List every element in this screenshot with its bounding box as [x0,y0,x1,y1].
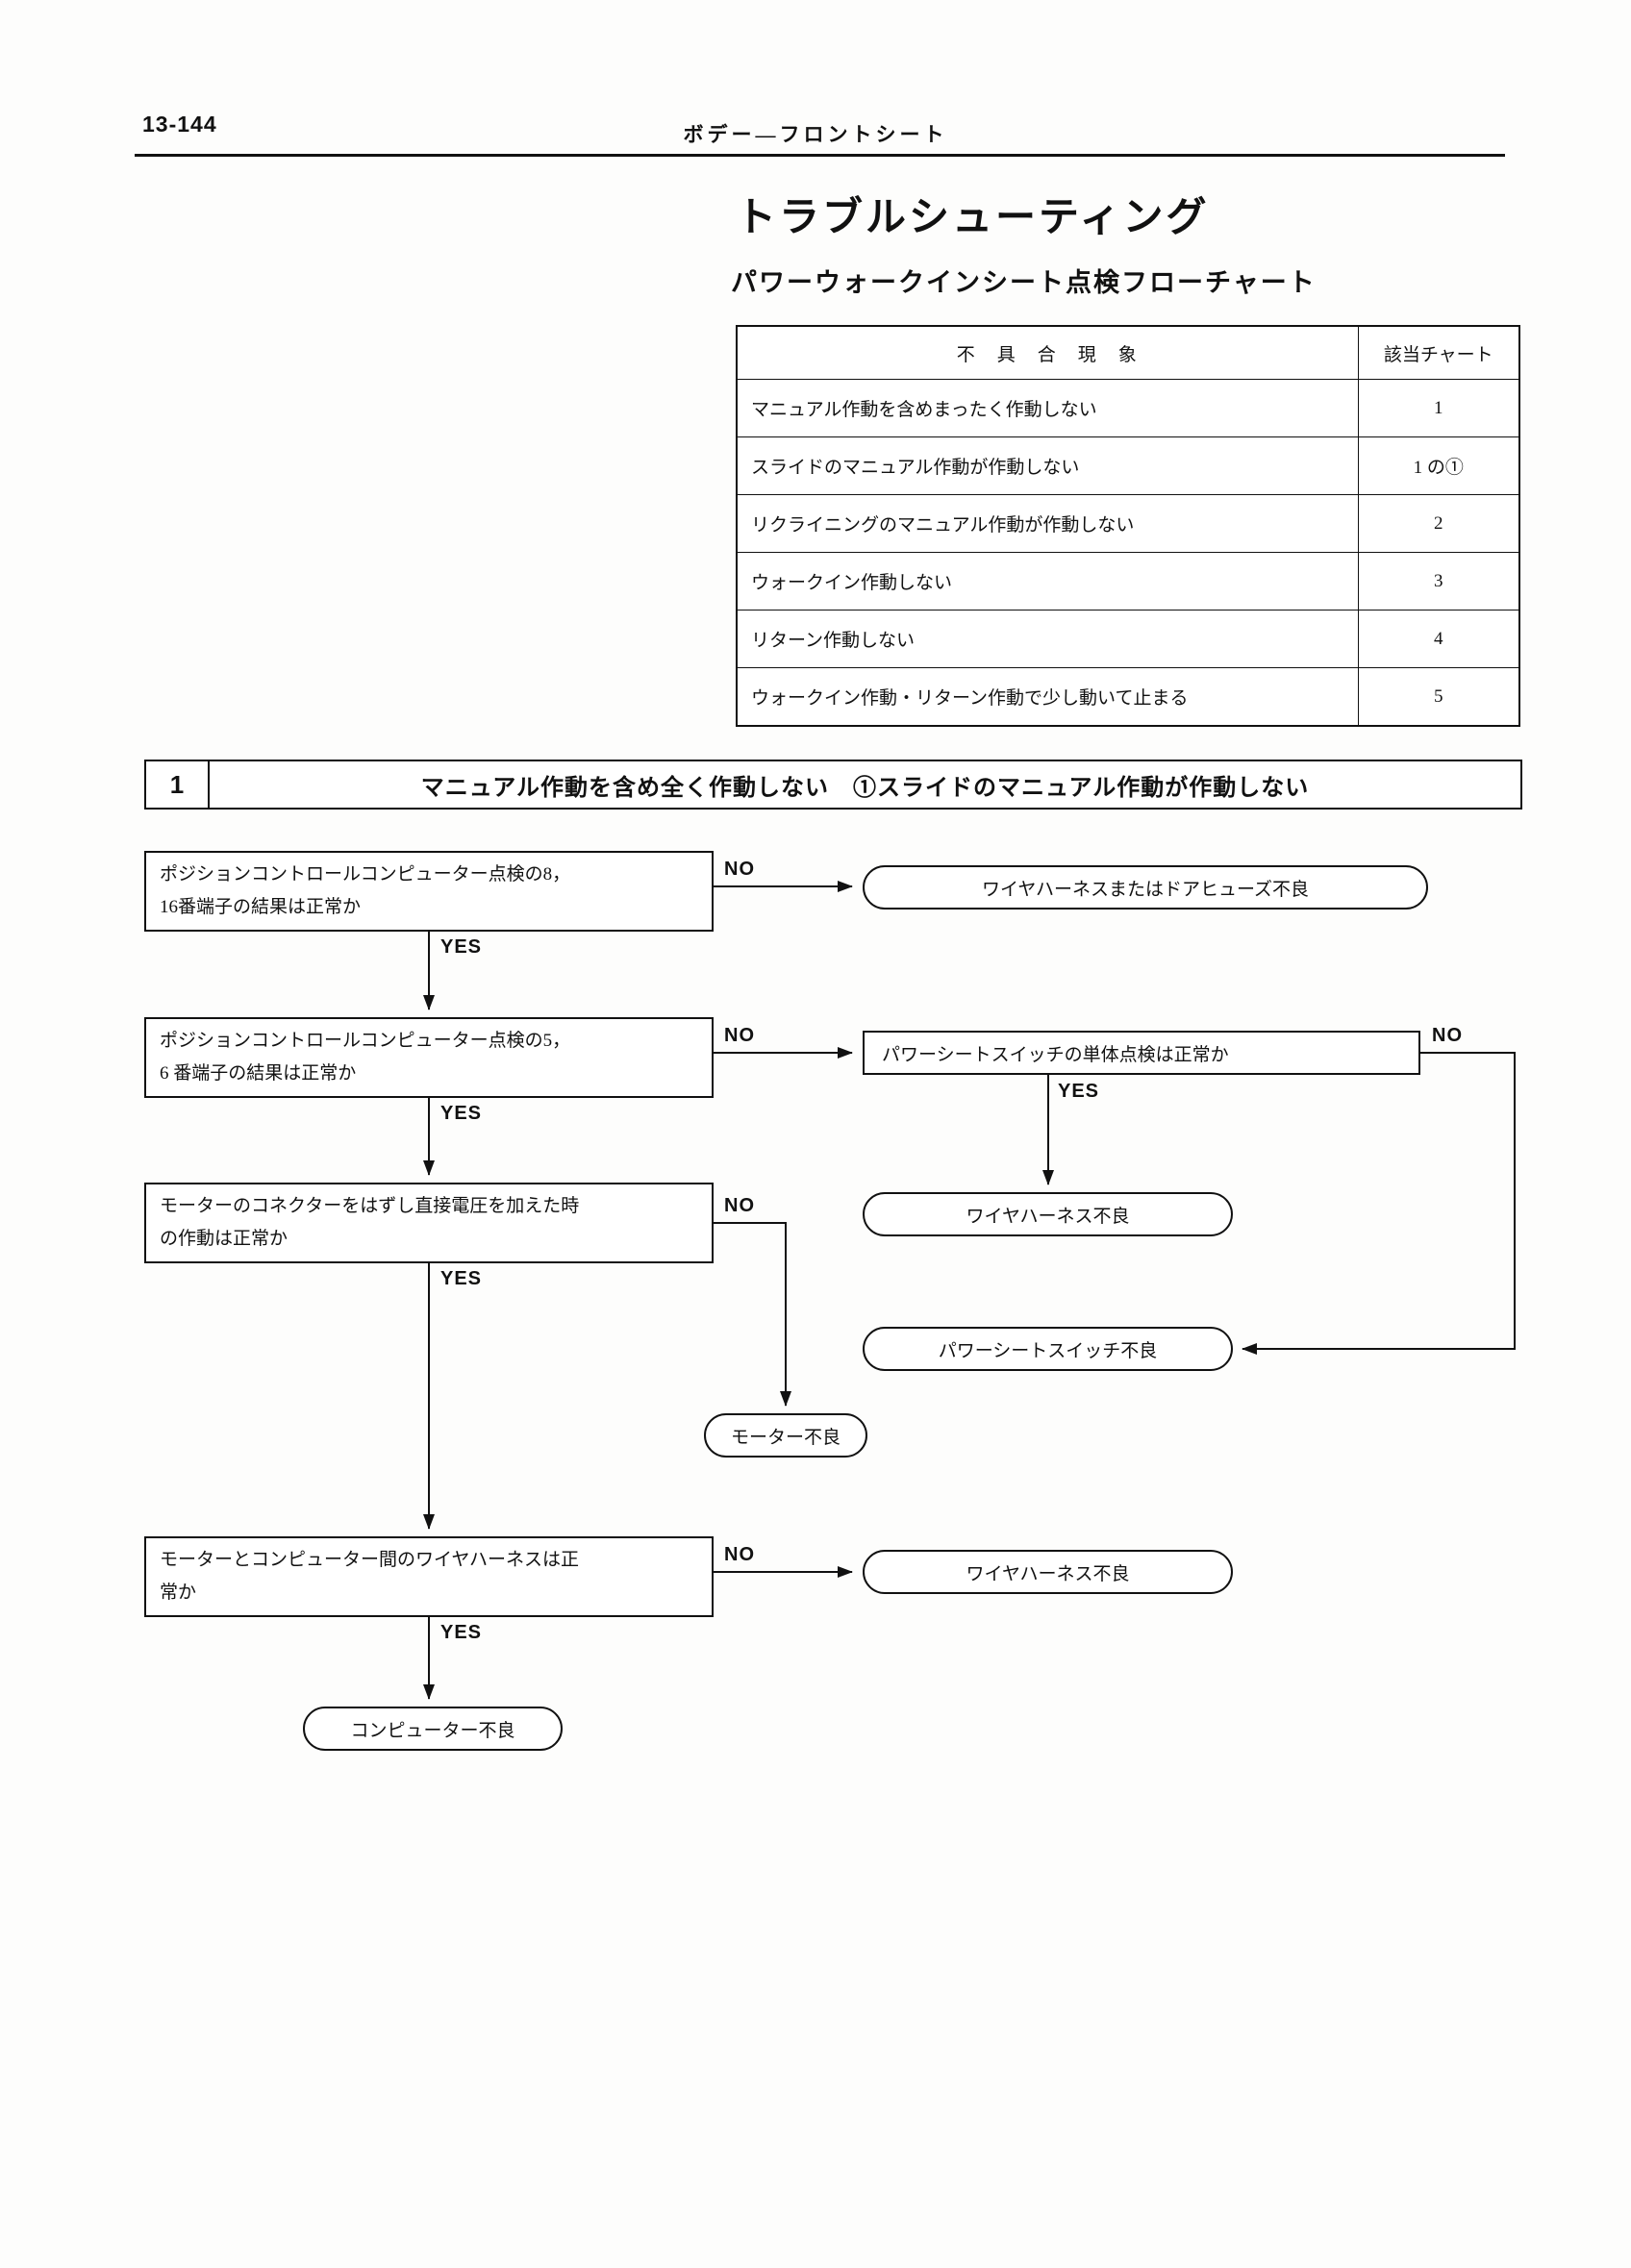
chart-cell: 1 の① [1357,436,1520,495]
question-3-line1: モーターのコネクターをはずし直接電圧を加えた時 [160,1195,580,1216]
result-wireharness-1: ワイヤハーネス不良 [863,1192,1233,1236]
q3-yes-label: YES [440,1268,483,1289]
symptom-table: 不 具 合 現 象 該当チャート マニュアル作動を含めまったく作動しない 1 ス… [736,325,1520,727]
switch-check-no-label: NO [1432,1025,1463,1046]
header-title: ボデー―フロントシート [683,123,948,146]
page-number: 13-144 [142,112,217,137]
table-row: スライドのマニュアル作動が作動しない 1 の① [736,436,1520,495]
symptom-cell: スライドのマニュアル作動が作動しない [736,436,1359,495]
q1-yes-label: YES [440,936,483,958]
section-number: 1 [146,761,210,808]
chart-cell: 5 [1357,667,1520,727]
question-box-2: ポジションコントロールコンピューター点検の5， 6 番端子の結果は正常か [144,1017,714,1098]
symptom-cell: マニュアル作動を含めまったく作動しない [736,379,1359,437]
q2-no-label: NO [724,1025,755,1046]
table-row: マニュアル作動を含めまったく作動しない 1 [736,379,1520,437]
column-header-chart: 該当チャート [1357,325,1520,380]
column-header-symptom: 不 具 合 現 象 [736,325,1359,380]
chart-cell: 2 [1357,494,1520,553]
table-header-row: 不 具 合 現 象 該当チャート [736,325,1520,380]
result-wireharness-doorfuse: ワイヤハーネスまたはドアヒューズ不良 [863,865,1428,910]
page-title: トラブルシューティング [736,194,1210,239]
question-2-line1: ポジションコントロールコンピューター点検の5， [160,1030,571,1051]
result-computer: コンピューター不良 [303,1707,563,1751]
header-rule [135,154,1505,157]
table-row: リターン作動しない 4 [736,610,1520,668]
q4-no-label: NO [724,1544,755,1565]
question-box-1: ポジションコントロールコンピューター点検の8， 16番端子の結果は正常か [144,851,714,932]
symptom-cell: リターン作動しない [736,610,1359,668]
symptom-cell: ウォークイン作動・リターン作動で少し動いて止まる [736,667,1359,727]
switch-check-yes-label: YES [1058,1081,1100,1102]
section-title: マニュアル作動を含め全く作動しない ①スライドのマニュアル作動が作動しない [420,774,1310,801]
symptom-cell: ウォークイン作動しない [736,552,1359,611]
q1-no-label: NO [724,859,755,880]
result-powerseat-switch: パワーシートスイッチ不良 [863,1327,1233,1371]
q3-no-label: NO [724,1195,755,1216]
symptom-cell: リクライニングのマニュアル作動が作動しない [736,494,1359,553]
section-header: 1 マニュアル作動を含め全く作動しない ①スライドのマニュアル作動が作動しない [144,760,1522,810]
result-wireharness-2: ワイヤハーネス不良 [863,1550,1233,1594]
table-row: ウォークイン作動・リターン作動で少し動いて止まる 5 [736,667,1520,727]
question-3-line2: の作動は正常か [160,1229,289,1249]
question-4-line2: 常か [160,1583,197,1603]
result-motor: モーター不良 [704,1413,867,1458]
question-2-line2: 6 番端子の結果は正常か [160,1063,357,1084]
chart-cell: 4 [1357,610,1520,668]
q2-yes-label: YES [440,1103,483,1124]
page-subtitle: パワーウォークインシート点検フローチャート [731,268,1317,297]
table-row: リクライニングのマニュアル作動が作動しない 2 [736,494,1520,553]
q4-yes-label: YES [440,1622,483,1643]
question-4-line1: モーターとコンピューター間のワイヤハーネスは正 [160,1549,580,1570]
question-box-4: モーターとコンピューター間のワイヤハーネスは正 常か [144,1536,714,1617]
question-1-line2: 16番端子の結果は正常か [160,897,362,917]
chart-cell: 1 [1357,379,1520,437]
question-1-line1: ポジションコントロールコンピューター点検の8， [160,863,571,885]
table-row: ウォークイン作動しない 3 [736,552,1520,611]
question-box-3: モーターのコネクターをはずし直接電圧を加えた時 の作動は正常か [144,1183,714,1263]
chart-cell: 3 [1357,552,1520,611]
check-box-powerseat-switch: パワーシートスイッチの単体点検は正常か [863,1031,1420,1075]
